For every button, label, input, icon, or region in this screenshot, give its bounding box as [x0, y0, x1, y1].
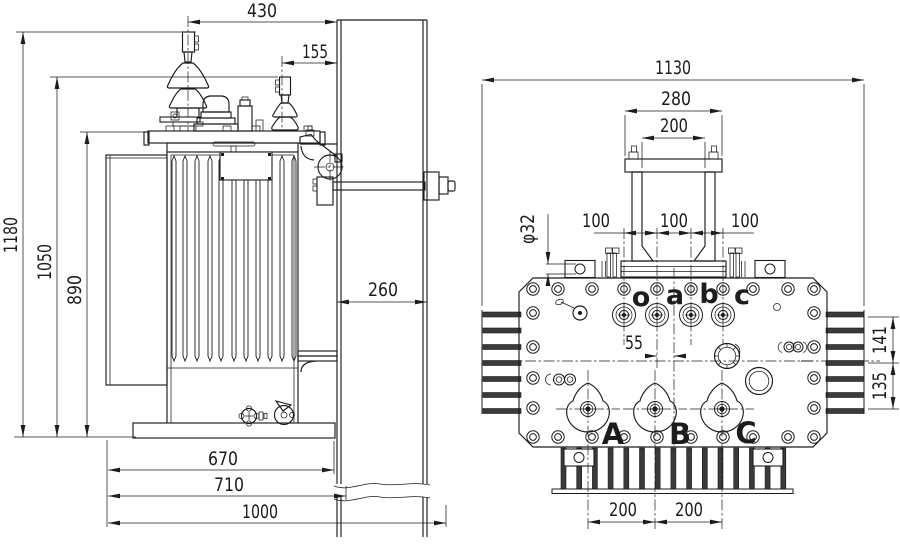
dim-260: 260 — [368, 279, 398, 301]
pole-through-bolt — [332, 171, 456, 201]
radiator-bank-right — [825, 310, 865, 414]
dim-dia32: φ32 — [517, 214, 539, 244]
pole-clamp — [564, 145, 786, 279]
lv-terminal-c: c — [734, 280, 750, 311]
radiator-bank-left — [481, 310, 522, 414]
sling-marks-left — [545, 373, 576, 386]
top-view: o a b c A B C 1130 280 200 — [481, 57, 899, 530]
base-skid — [132, 422, 336, 439]
pole-bracket-upper — [299, 125, 346, 206]
pole — [333, 19, 431, 537]
dim-135: 135 — [869, 372, 891, 400]
dim-55: 55 — [625, 332, 643, 354]
switch-drive — [193, 95, 239, 132]
lv-insulator — [271, 76, 299, 131]
dim-100-3: 100 — [731, 210, 759, 232]
hv-terminal-A: A — [602, 417, 625, 451]
filler-plug — [713, 342, 741, 370]
sling-marks-right — [777, 341, 813, 362]
lv-bushings: o a b c — [612, 228, 750, 368]
radiator-panel — [105, 154, 168, 386]
dim-1050: 1050 — [34, 244, 56, 280]
mount-plate-hole — [752, 448, 784, 467]
drain-valve — [238, 400, 295, 427]
mount-plate-hole — [754, 259, 786, 279]
radiator-bank-bottom — [551, 447, 794, 494]
dim-200-ab: 200 — [609, 499, 637, 521]
dim-430: 430 — [247, 0, 277, 22]
dim-1180: 1180 — [0, 217, 22, 253]
side-view-dimensions: 430 155 1180 1050 890 260 670 710 1000 — [0, 0, 447, 527]
lid-flange — [166, 142, 299, 153]
lv-terminal-a: a — [666, 280, 684, 311]
dim-155: 155 — [302, 41, 328, 63]
hv-terminal-C: C — [735, 416, 756, 450]
side-view: 430 155 1180 1050 890 260 670 710 1000 — [0, 0, 456, 537]
dim-100-1: 100 — [582, 210, 610, 232]
hv-terminal-B: B — [669, 417, 691, 451]
lid-plate — [147, 130, 321, 144]
dim-670: 670 — [208, 448, 238, 470]
dim-890: 890 — [64, 275, 86, 305]
dim-200-clamp: 200 — [660, 115, 688, 137]
mount-plate-hole — [564, 259, 596, 279]
vent-hole — [773, 303, 781, 311]
lv-terminal-b: b — [699, 279, 718, 310]
hv-bushings: A B C — [556, 370, 757, 530]
dim-1130: 1130 — [655, 57, 691, 79]
pole-break-lines — [333, 483, 431, 502]
top-view-dimensions: 1130 280 200 100 100 100 φ32 55 — [481, 57, 899, 525]
earthing-bolt — [555, 298, 588, 321]
pole-bracket-lower — [297, 350, 338, 373]
tank-side — [105, 125, 336, 439]
mount-plate-hole — [563, 448, 595, 467]
dim-100-2: 100 — [660, 210, 688, 232]
hv-insulator — [159, 31, 210, 132]
dim-141: 141 — [869, 326, 891, 354]
dim-200-bc: 200 — [675, 499, 703, 521]
dim-710: 710 — [214, 474, 244, 496]
nameplate — [219, 151, 273, 181]
dim-280: 280 — [661, 88, 691, 110]
thermometer-pocket — [744, 366, 774, 396]
dim-1000: 1000 — [242, 501, 278, 523]
radiator-fins-side — [171, 155, 297, 362]
oil-level-plug — [237, 96, 264, 132]
tank-lid-outline — [518, 277, 828, 448]
lv-terminal-o: o — [632, 282, 651, 313]
